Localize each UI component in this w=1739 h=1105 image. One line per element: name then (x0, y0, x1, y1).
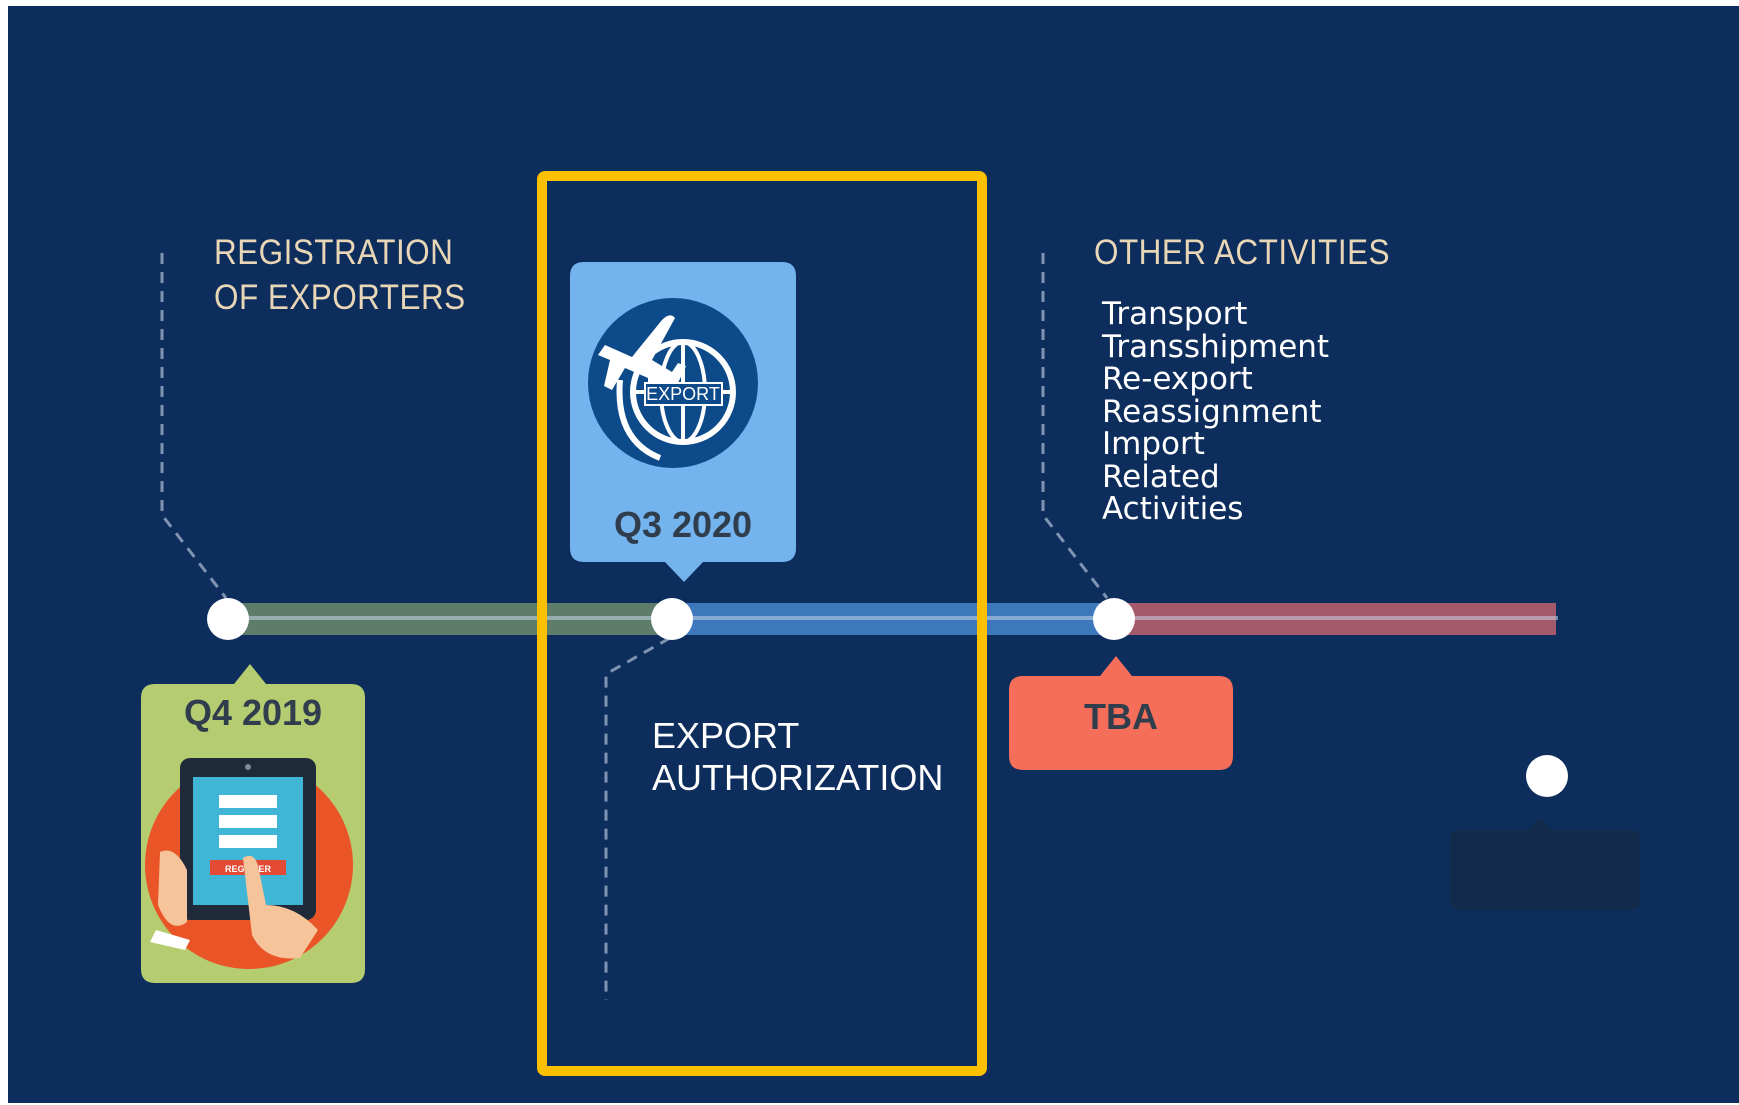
connector-registration (160, 253, 228, 599)
milestone-title-other-activities: OTHER ACTIVITIES (1094, 233, 1391, 272)
highlight-box (537, 171, 987, 1076)
milestone-date-tba: TBA (1084, 696, 1158, 737)
timeline-bar (228, 603, 1558, 635)
export-globe-plane-icon: EXPORT (588, 298, 758, 468)
tablet-register-icon: REGISTER (145, 758, 353, 969)
activity-item: Related (1102, 458, 1220, 495)
activity-item: Re-export (1102, 361, 1253, 397)
activity-item: Activities (1102, 491, 1244, 527)
timeline-node-q4-2019 (207, 598, 249, 640)
badge-tba (1009, 656, 1233, 770)
other-activities-list: Transport Transshipment Re-export Reassi… (1102, 298, 1329, 526)
milestone-title-export-authorization: EXPORT AUTHORIZATION (652, 715, 944, 798)
activity-item: Import (1102, 426, 1205, 462)
svg-text:EXPORT: EXPORT (646, 384, 720, 404)
badge-q4-2019: REGISTER (141, 664, 365, 983)
activity-item: Transshipment (1102, 328, 1330, 365)
milestone-date-q4-2019: Q4 2019 (183, 692, 323, 733)
badge-q3-2020: EXPORT (570, 262, 796, 582)
badge-faded-placeholder (1450, 818, 1640, 910)
timeline-node-faded (1526, 755, 1568, 797)
connector-export (604, 636, 671, 1000)
activity-item: Reassignment (1102, 393, 1322, 430)
timeline-node-q3-2020 (651, 598, 693, 640)
milestone-title-registration: REGISTRATION OF EXPORTERS (214, 233, 466, 317)
connector-other (1041, 253, 1109, 599)
activity-item: Transport (1102, 296, 1248, 332)
milestone-date-q3-2020: Q3 2020 (613, 504, 753, 545)
timeline-node-tba (1093, 598, 1135, 640)
